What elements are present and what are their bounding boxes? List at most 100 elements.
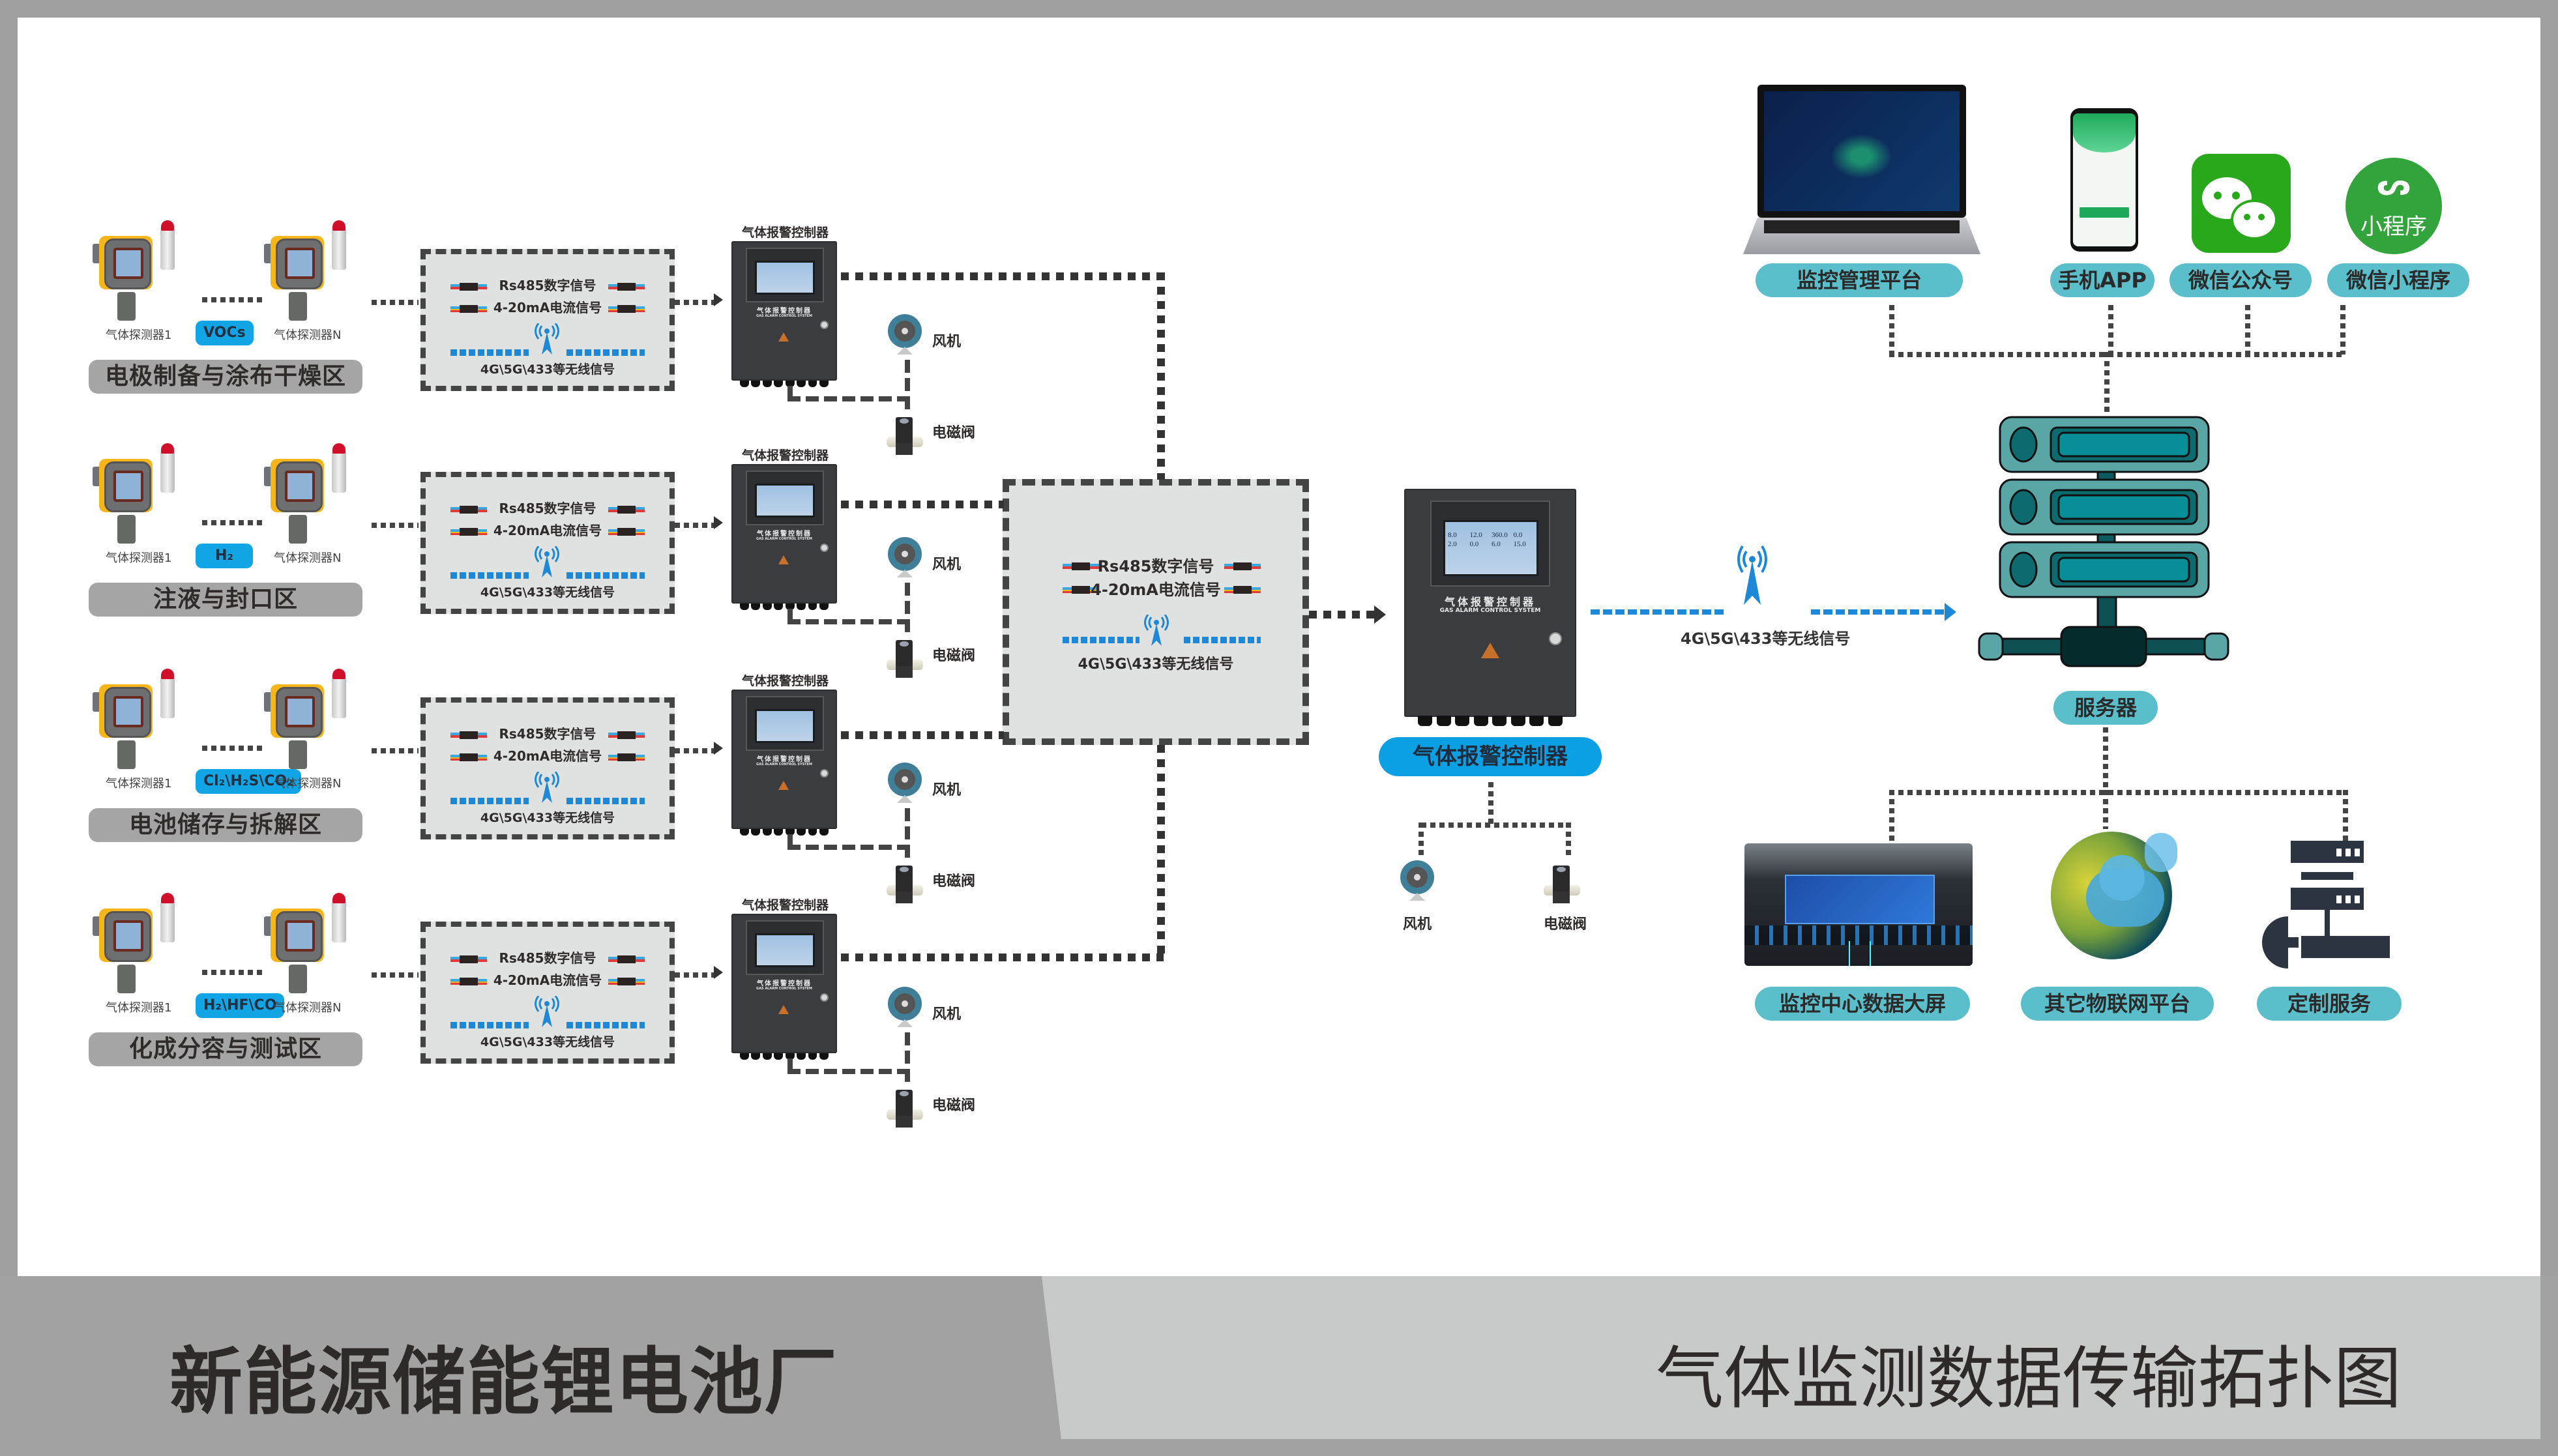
current-cable-icon — [608, 978, 645, 985]
wireless-label: 4G\5G\433等无线信号 — [480, 1035, 615, 1049]
connector-line — [202, 520, 262, 525]
screen-reading: 0.0 — [1513, 531, 1523, 539]
mini-program-icon-text: 小程序 — [2360, 214, 2427, 240]
connector-line — [841, 272, 1164, 280]
current-label: 4-20mA电流信号 — [493, 748, 602, 764]
wechat-icon — [2192, 154, 2291, 253]
main-controller-label: 气体报警控制器 — [1379, 737, 1602, 776]
controller-panel-name: 气体报警控制器 — [757, 980, 812, 987]
screen-reading: 15.0 — [1513, 540, 1526, 548]
rs485-cable-icon — [608, 731, 645, 739]
connector-line — [787, 834, 793, 847]
lock-icon — [820, 544, 829, 552]
gas-type-badge: H₂ — [196, 544, 253, 568]
signal-tower-icon — [1144, 615, 1169, 646]
footer-banner-right — [1042, 1276, 2540, 1439]
warning-icon — [778, 1005, 789, 1014]
client-monitoring-platform[interactable]: 监控管理平台 — [1756, 263, 1963, 297]
connector-line — [2340, 305, 2345, 355]
gas-type-badge: H₂\HF\CO — [196, 993, 285, 1018]
gas-detector-icon — [264, 669, 349, 769]
wireless-bar — [450, 572, 529, 579]
fan-icon — [888, 314, 922, 355]
connector-line — [905, 360, 910, 415]
client-mobile-app[interactable]: 手机APP — [2050, 263, 2154, 297]
wireless-bar — [450, 798, 529, 804]
signal-tower-icon — [535, 546, 559, 577]
rs485-label: Rs485数字信号 — [499, 726, 596, 742]
fan-label: 风机 — [932, 334, 962, 350]
rs485-cable-icon — [450, 283, 487, 291]
connector-line — [1566, 823, 1571, 859]
sub-controller-device: 气体报警控制器 GAS ALARM CONTROL SYSTEM — [731, 241, 837, 387]
client-monitoring-center-screen[interactable]: 监控中心数据大屏 — [1755, 987, 1970, 1021]
connector-line — [1889, 790, 2348, 795]
valve-label: 电磁阀 — [932, 425, 976, 441]
gas-type-badge: VOCs — [196, 321, 254, 345]
connector-line — [202, 746, 262, 751]
wireless-bar — [450, 1022, 529, 1028]
zone-label: 电池储存与拆解区 — [89, 808, 362, 842]
detector-last-label: 气体探测器N — [274, 328, 342, 342]
controller-panel-name-en: GAS ALARM CONTROL SYSTEM — [1439, 607, 1541, 614]
fan-icon — [888, 763, 922, 803]
connector-line — [2103, 790, 2108, 829]
gas-detector-icon — [93, 669, 177, 769]
wireless-bar — [566, 572, 645, 579]
connector-line — [2104, 352, 2110, 412]
detector-last-label: 气体探测器N — [274, 1001, 342, 1015]
globe-cloud-icon — [2047, 829, 2188, 962]
detector-first-label: 气体探测器1 — [106, 777, 172, 791]
connector-line — [202, 970, 262, 975]
client-wechat-mini-program[interactable]: 微信小程序 — [2327, 263, 2469, 297]
connector-line — [787, 619, 906, 624]
connector-line — [905, 583, 910, 637]
connector-line — [2343, 790, 2348, 842]
wireless-uplink-line — [1591, 609, 1724, 615]
rs485-label: Rs485数字信号 — [499, 950, 596, 966]
arrow-right-icon — [714, 293, 723, 306]
signal-tower-icon — [1737, 545, 1767, 605]
sub-controller-device: 气体报警控制器 GAS ALARM CONTROL SYSTEM — [731, 464, 837, 610]
screen-reading: 6.0 — [1492, 540, 1501, 548]
connector-line — [787, 609, 793, 622]
fan-icon — [1400, 860, 1434, 901]
lock-icon — [820, 321, 829, 329]
lock-icon — [820, 769, 829, 778]
client-custom-service[interactable]: 定制服务 — [2257, 987, 2402, 1021]
rs485-cable-icon — [608, 955, 645, 963]
connector-line — [1488, 782, 1493, 825]
fan-label: 风机 — [932, 782, 962, 798]
solenoid-valve-icon — [1544, 866, 1580, 905]
zone-signal-box: Rs485数字信号 4-20mA电流信号 4G\5G\433等无线信号 — [420, 249, 675, 391]
connector-line — [1889, 352, 2344, 357]
screen-reading: 8.0 — [1448, 531, 1457, 539]
wireless-bar — [566, 349, 645, 356]
rs485-label: Rs485数字信号 — [1097, 557, 1214, 575]
mini-program-icon: ᔕ 小程序 — [2345, 158, 2442, 254]
connector-line — [202, 297, 262, 302]
sub-controller-title: 气体报警控制器 — [742, 898, 829, 912]
connector-line — [787, 396, 906, 401]
current-label: 4-20mA电流信号 — [493, 523, 602, 538]
fan-label: 风机 — [932, 557, 962, 573]
connector-line — [675, 300, 714, 305]
connector-line — [675, 523, 714, 528]
connector-line — [2108, 305, 2113, 355]
gas-detector-icon — [264, 443, 349, 544]
wireless-label: 4G\5G\433等无线信号 — [480, 585, 615, 600]
connector-line — [905, 1032, 910, 1087]
server-label: 服务器 — [2053, 691, 2158, 725]
zone-label: 化成分容与测试区 — [89, 1032, 362, 1066]
fan-icon — [888, 987, 922, 1027]
current-label: 4-20mA电流信号 — [493, 972, 602, 988]
arrow-right-icon — [714, 966, 723, 979]
rs485-cable-icon — [1224, 562, 1261, 570]
client-wechat-official-account[interactable]: 微信公众号 — [2169, 263, 2312, 297]
screen-reading: 12.0 — [1469, 531, 1482, 539]
zone-label: 注液与封口区 — [89, 583, 362, 617]
screen-reading: 0.0 — [1469, 540, 1479, 548]
client-other-iot-platform[interactable]: 其它物联网平台 — [2021, 987, 2214, 1021]
sub-controller-device: 气体报警控制器 GAS ALARM CONTROL SYSTEM — [731, 914, 837, 1060]
